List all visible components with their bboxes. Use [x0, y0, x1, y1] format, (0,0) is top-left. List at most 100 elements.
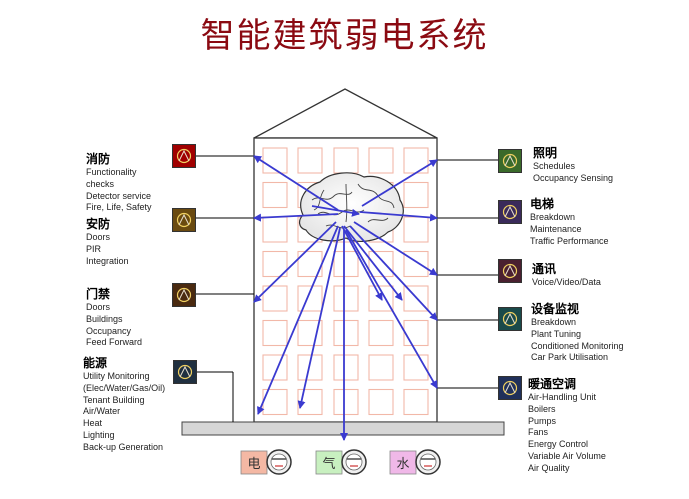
meter-0: 电: [240, 449, 292, 475]
flow-arrow: [345, 229, 438, 389]
flow-arrow: [343, 225, 403, 301]
building-window: [403, 147, 429, 174]
flow-arrow: [353, 221, 438, 276]
data-flow-arrows: [253, 155, 438, 441]
building-roof: [253, 88, 438, 139]
building-window: [368, 388, 394, 416]
building-window: [403, 354, 429, 381]
meter-label: 气: [322, 456, 335, 472]
flow-arrow: [341, 225, 383, 301]
fire-alarm-icon: [172, 144, 196, 168]
system-item: Fans: [528, 427, 549, 438]
system-item: PIR: [86, 243, 102, 254]
system-heading: 暖通空调: [528, 377, 577, 391]
flow-arrow: [361, 159, 438, 207]
building-base: [181, 421, 505, 436]
building-window: [403, 388, 429, 416]
flow-arrow: [349, 225, 438, 321]
page-title: 智能建筑弱电系统: [200, 16, 489, 56]
system-item: Air Quality: [528, 462, 570, 473]
building-window: [368, 354, 394, 381]
system-item: Car Park Utilisation: [531, 352, 609, 363]
flow-arrow: [257, 225, 339, 415]
system-item: Feed Forward: [86, 337, 143, 348]
system-item: Occupancy Sensing: [533, 172, 614, 183]
system-item: Functionality: [86, 167, 137, 177]
system-item: Buildings: [86, 313, 123, 324]
system-item: Breakdown: [530, 212, 576, 222]
building-window: [262, 388, 288, 416]
system-item: Air-Handling Unit: [528, 392, 597, 402]
building-window: [368, 319, 394, 347]
system-item: Variable Air Volume: [528, 450, 606, 461]
system-item: Utility Monitoring: [83, 371, 150, 381]
system-heading: 安防: [86, 217, 111, 231]
building-window: [333, 319, 359, 347]
building-window: [403, 319, 429, 347]
system-item: Conditioned Monitoring: [531, 340, 624, 351]
system-heading: 消防: [86, 152, 111, 166]
system-item: Integration: [86, 255, 129, 266]
building-window: [262, 319, 288, 347]
building-window: [333, 354, 359, 381]
access-control-icon: [172, 283, 196, 307]
system-heading: 门禁: [86, 287, 111, 301]
system-heading: 照明: [533, 146, 558, 160]
meter-1: 气: [315, 449, 367, 475]
system-heading: 能源: [83, 356, 108, 370]
connector-lines: [196, 155, 498, 422]
system-item: Tenant Building: [83, 394, 145, 405]
flow-arrow: [311, 205, 360, 217]
equipment-monitor-icon: [498, 307, 522, 331]
system-heading: 通讯: [532, 262, 557, 276]
utility-meters: 电气水: [240, 449, 441, 475]
lighting-icon: [498, 149, 522, 173]
building-window: [297, 354, 323, 381]
system-item: checks: [86, 178, 115, 189]
system-item: Heat: [83, 418, 103, 429]
system-item: Plant Tuning: [531, 328, 582, 339]
system-item: (Elec/Water/Gas/Oil): [83, 382, 166, 393]
security-guard-icon: [172, 208, 196, 232]
building-window: [262, 181, 288, 209]
system-item: Traffic Performance: [530, 235, 609, 246]
system-item: Voice/Video/Data: [532, 277, 601, 287]
building-window: [403, 216, 429, 243]
meter-2: 水: [389, 449, 441, 475]
system-item: Boilers: [528, 403, 556, 414]
communication-icon: [498, 259, 522, 283]
flow-arrow: [297, 227, 341, 409]
building-window: [403, 181, 429, 209]
building-window: [333, 285, 359, 312]
building-window: [297, 147, 323, 174]
system-item: Breakdown: [531, 317, 577, 327]
system-item: Back-up Generation: [83, 441, 164, 452]
building-window: [262, 216, 288, 243]
building-window: [333, 250, 359, 278]
system-item: Fire, Life, Safety: [86, 202, 152, 213]
hvac-icon: [498, 376, 522, 400]
system-heading: 电梯: [530, 197, 555, 211]
system-item: Energy Control: [528, 439, 589, 450]
building-windows: [262, 147, 429, 416]
flow-arrow: [253, 213, 339, 222]
system-item: Doors: [86, 232, 111, 242]
system-item: Doors: [86, 302, 111, 312]
flow-arrow: [253, 155, 339, 211]
system-item: Occupancy: [86, 325, 132, 336]
building-window: [333, 147, 359, 174]
meter-label: 电: [247, 457, 260, 472]
building-window: [333, 388, 359, 416]
system-item: Lighting: [83, 429, 115, 440]
system-item: Schedules: [533, 161, 576, 171]
elevator-icon: [498, 200, 522, 224]
